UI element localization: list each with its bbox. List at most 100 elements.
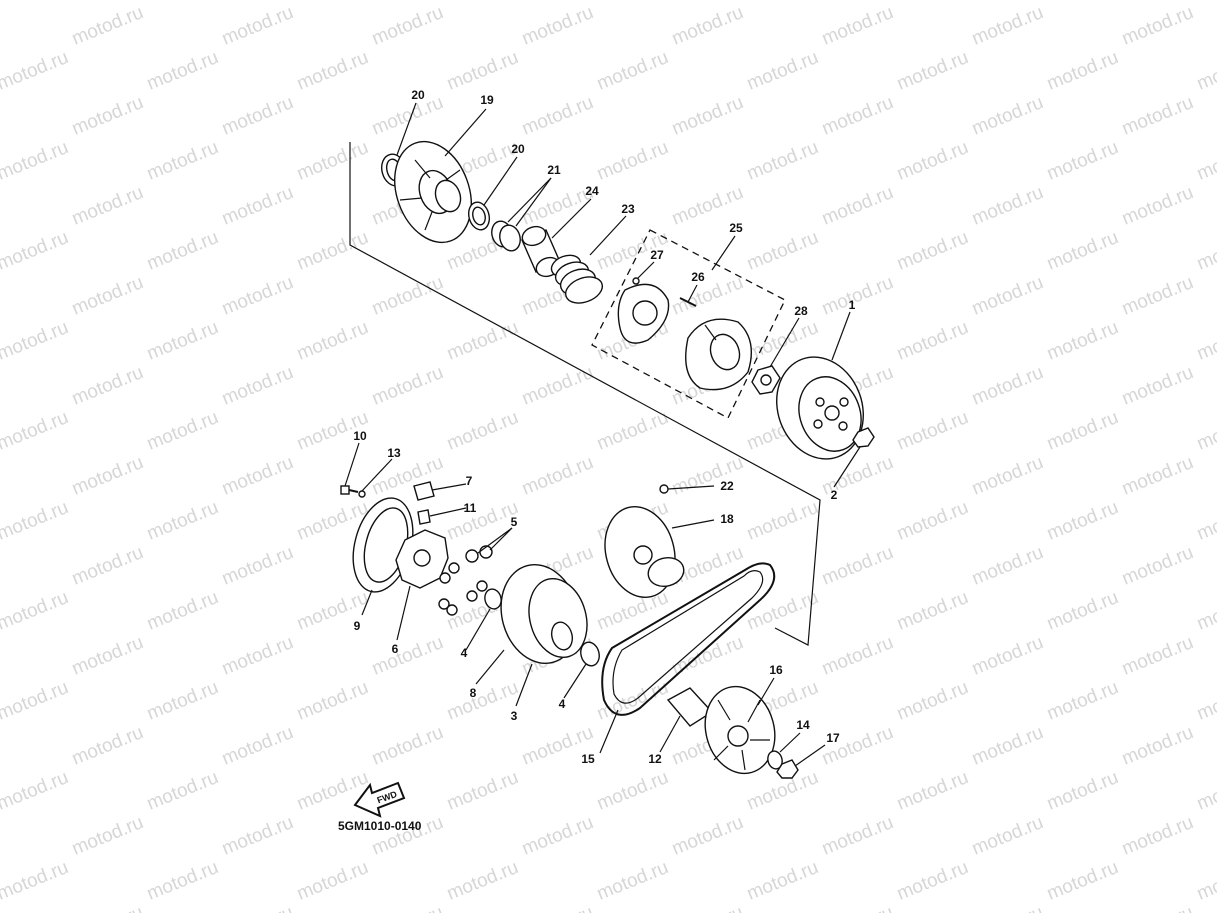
watermark-text: motod.ru [1044, 317, 1121, 365]
watermark-text: motod.ru [1194, 407, 1217, 455]
watermark-text: motod.ru [969, 362, 1046, 410]
watermark-text: motod.ru [519, 812, 596, 860]
watermark-text: motod.ru [219, 722, 296, 770]
watermark-text: motod.ru [969, 812, 1046, 860]
watermark-text: motod.ru [0, 767, 71, 815]
watermark-text: motod.ru [1194, 317, 1217, 365]
watermark-text: motod.ru [669, 812, 746, 860]
watermark-text: motod.ru [219, 902, 296, 913]
watermark-text: motod.ru [1119, 722, 1196, 770]
callout-4: 4 [461, 646, 468, 660]
watermark-text: motod.ru [519, 452, 596, 500]
part-19-sheave [394, 140, 472, 244]
watermark-text: motod.ru [1119, 2, 1196, 50]
watermark-text: motod.ru [819, 2, 896, 50]
watermark-text: motod.ru [0, 137, 71, 185]
watermark-text: motod.ru [744, 137, 821, 185]
part-13-washer [358, 490, 366, 498]
callout-25: 25 [729, 221, 743, 235]
watermark-text: motod.ru [69, 2, 146, 50]
watermark-text: motod.ru [444, 857, 521, 905]
part-4-collar [484, 588, 502, 610]
watermark-text: motod.ru [594, 767, 671, 815]
watermark-text: motod.ru [144, 317, 221, 365]
watermark-text: motod.ru [369, 722, 446, 770]
part-2-nut [852, 427, 875, 448]
watermark-text: motod.ru [969, 2, 1046, 50]
watermark-text: motod.ru [144, 767, 221, 815]
part-7-slider [413, 481, 435, 501]
watermark-text: motod.ru [819, 632, 896, 680]
watermark-text: motod.ru [144, 0, 221, 5]
callout-16: 16 [769, 663, 783, 677]
callout-7: 7 [466, 474, 473, 488]
watermark-text: motod.ru [1119, 812, 1196, 860]
watermark-text: motod.ru [1119, 452, 1196, 500]
part-18-fixed-sheave [604, 506, 685, 598]
fwd-arrow-icon: FWD [353, 781, 406, 818]
watermark-text: motod.ru [1044, 0, 1121, 5]
watermark-text: motod.ru [1194, 0, 1217, 5]
watermark-text: motod.ru [1044, 587, 1121, 635]
part-5-rollers [438, 545, 493, 616]
part-17-nut [776, 759, 799, 779]
part-15-v-belt [601, 562, 776, 716]
callout-9: 9 [354, 619, 361, 633]
watermark-text: motod.ru [219, 812, 296, 860]
watermark-text: motod.ru [294, 857, 371, 905]
watermark-text: motod.ru [219, 182, 296, 230]
watermark-text: motod.ru [969, 542, 1046, 590]
watermark-text: motod.ru [294, 137, 371, 185]
watermark-text: motod.ru [369, 632, 446, 680]
watermark-text: motod.ru [669, 902, 746, 913]
watermark-text: motod.ru [594, 137, 671, 185]
watermark-text: motod.ru [744, 47, 821, 95]
watermark-text: motod.ru [819, 902, 896, 913]
watermark-text: motod.ru [0, 677, 71, 725]
watermark-text: motod.ru [1119, 92, 1196, 140]
callout-5: 5 [511, 515, 518, 529]
watermark-text: motod.ru [369, 452, 446, 500]
watermark-text: motod.ru [144, 137, 221, 185]
callout-14: 14 [796, 718, 810, 732]
watermark-text: motod.ru [219, 542, 296, 590]
watermark-text: motod.ru [894, 767, 971, 815]
watermark-text: motod.ru [0, 0, 71, 5]
watermark-text: motod.ru [444, 47, 521, 95]
watermark-text: motod.ru [369, 92, 446, 140]
callout-23: 23 [621, 202, 635, 216]
watermark-text: motod.ru [294, 47, 371, 95]
watermark-text: motod.ru [1194, 137, 1217, 185]
watermark-text: motod.ru [444, 317, 521, 365]
watermark-text: motod.ru [1194, 857, 1217, 905]
watermark-text: motod.ru [294, 677, 371, 725]
watermark-text: motod.ru [894, 137, 971, 185]
watermark-text: motod.ru [519, 902, 596, 913]
watermark-text: motod.ru [894, 47, 971, 95]
watermark-text: motod.ru [144, 677, 221, 725]
watermark-text: motod.ru [1119, 902, 1196, 913]
part-4b-collar [580, 641, 600, 667]
watermark-text: motod.ru [0, 407, 71, 455]
watermark-text: motod.ru [1044, 227, 1121, 275]
watermark-text: motod.ru [969, 902, 1046, 913]
watermark-text: motod.ru [894, 857, 971, 905]
watermark-text: motod.ru [894, 317, 971, 365]
watermark-text: motod.ru [144, 497, 221, 545]
watermark-text: motod.ru [669, 272, 746, 320]
watermark-text: motod.ru [969, 92, 1046, 140]
watermark-text: motod.ru [0, 587, 71, 635]
watermark-text: motod.ru [1119, 542, 1196, 590]
watermark-text: motod.ru [369, 902, 446, 913]
watermark-text: motod.ru [0, 227, 71, 275]
callout-15: 15 [581, 752, 595, 766]
watermark-text: motod.ru [1119, 632, 1196, 680]
watermark-text: motod.ru [69, 452, 146, 500]
watermark-text: motod.ru [819, 92, 896, 140]
callout-13: 13 [387, 446, 401, 460]
watermark-text: motod.ru [1194, 47, 1217, 95]
callout-10: 10 [353, 429, 367, 443]
